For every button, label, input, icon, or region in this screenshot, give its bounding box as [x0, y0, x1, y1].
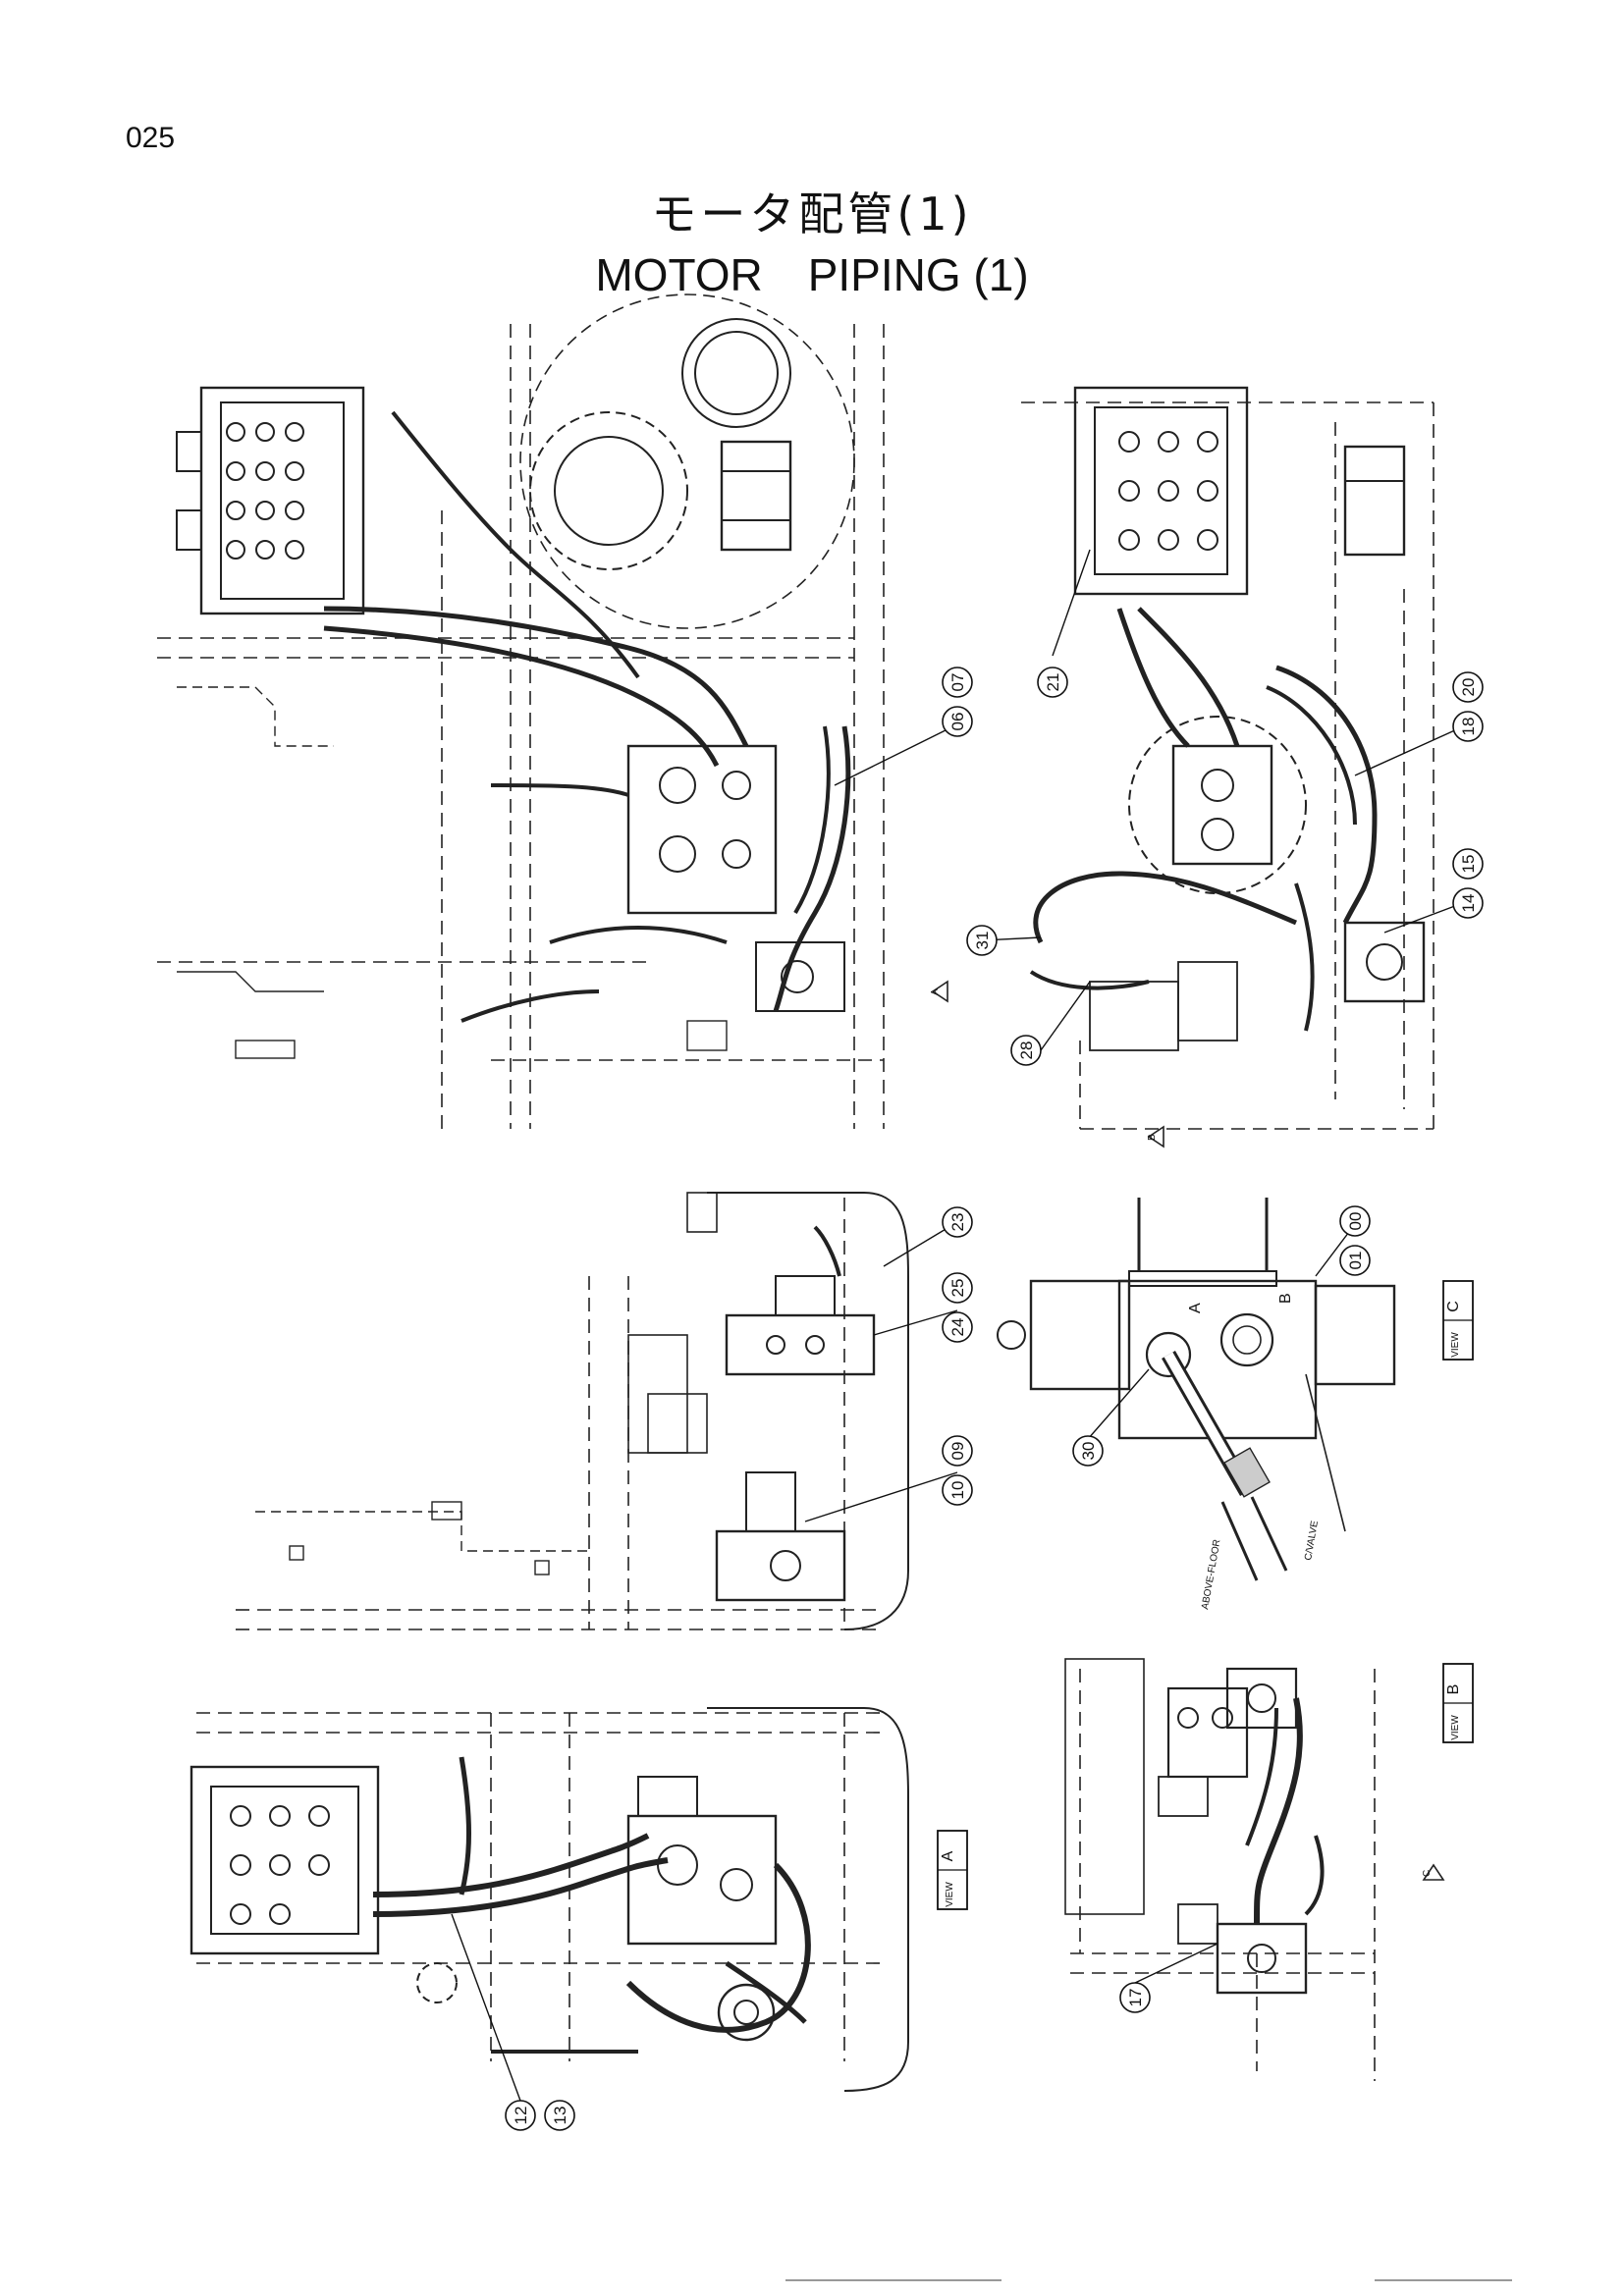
callout-30: 30: [1079, 1442, 1098, 1461]
view-c-label: [1442, 1280, 1474, 1361]
svg-text:ABOVE-FLOOR: ABOVE-FLOOR: [1200, 1538, 1222, 1610]
view-c-letter: C: [1445, 1301, 1462, 1312]
callout-18: 18: [1459, 718, 1478, 736]
svg-text:C/VALVE: C/VALVE: [1303, 1520, 1321, 1561]
callout-20: 20: [1459, 678, 1478, 697]
callout-14: 14: [1459, 894, 1478, 913]
arrow-c-letter: C: [1422, 1870, 1433, 1877]
callout-12: 12: [512, 2107, 530, 2125]
footer-rule: [785, 2279, 1001, 2281]
view-a-bottom-left-drawing: [189, 1707, 909, 2092]
view-a-caption: VIEW: [945, 1882, 955, 1907]
callout-28: 28: [1017, 1041, 1036, 1060]
callout-21: 21: [1044, 673, 1062, 692]
middle-left-drawing: [236, 1192, 909, 1630]
arrow-a-letter: A: [930, 988, 941, 995]
callout-25: 25: [948, 1279, 967, 1298]
callout-24: 24: [948, 1318, 967, 1337]
callout-09: 09: [948, 1442, 967, 1461]
view-c-caption: VIEW: [1450, 1332, 1461, 1358]
callout-17: 17: [1126, 1989, 1145, 2007]
main-top-view: [157, 294, 948, 1129]
view-b-bottom-right-drawing: [1064, 1658, 1445, 2081]
view-b-label: [1442, 1663, 1474, 1743]
view-c-valve-drawing: ABOVE-FLOOR C/VALVE: [997, 1198, 1396, 1611]
callout-31: 31: [973, 932, 992, 950]
port-b-label: B: [1277, 1293, 1294, 1304]
port-a-label: A: [1187, 1303, 1204, 1313]
callout-23: 23: [948, 1213, 967, 1232]
footer-rule-right: [1375, 2279, 1512, 2281]
callout-07: 07: [948, 673, 967, 692]
page-title-jp: モータ配管(1): [651, 187, 973, 240]
view-b-top-right-drawing: [1021, 386, 1435, 1148]
callout-00: 00: [1346, 1212, 1365, 1231]
page-number: 025: [126, 122, 176, 154]
callout-06: 06: [948, 713, 967, 731]
callout-01: 01: [1346, 1252, 1365, 1270]
arrow-b-letter: B: [1147, 1134, 1158, 1141]
view-a-letter: A: [940, 1850, 956, 1861]
view-b-letter: B: [1445, 1684, 1462, 1695]
view-a-label: [937, 1830, 968, 1910]
callout-13: 13: [551, 2107, 569, 2125]
callout-15: 15: [1459, 855, 1478, 874]
view-b-caption: VIEW: [1450, 1715, 1461, 1740]
callout-10: 10: [948, 1481, 967, 1500]
page-title-en: MOTOR PIPING (1): [595, 249, 1029, 300]
